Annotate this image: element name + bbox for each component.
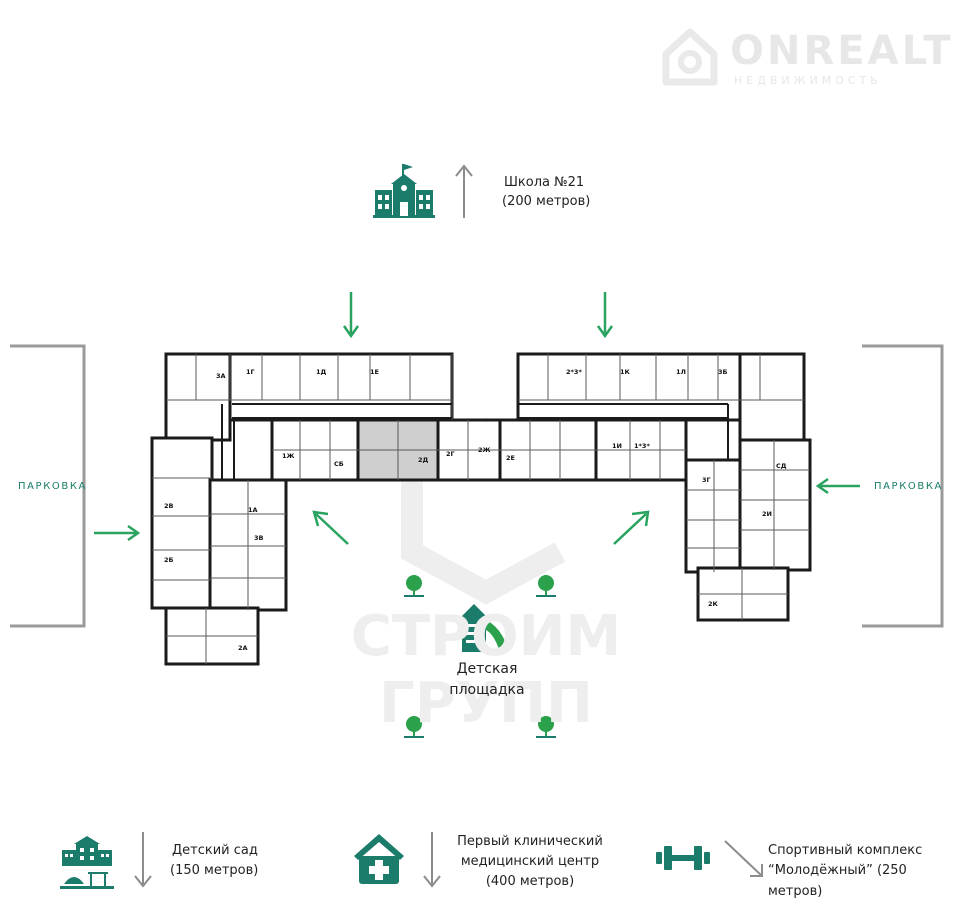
apt-label: 3В [254, 534, 264, 542]
school-name: Школа №21 [504, 175, 585, 190]
entrance-arrow-icon [815, 477, 860, 495]
entrance-arrow-icon [94, 524, 141, 542]
apt-label: СД [776, 462, 787, 470]
kindergarten-distance: (150 метров) [170, 863, 259, 878]
apt-label: 3А [216, 372, 226, 380]
brand-subtitle: НЕДВИЖИМОСТЬ [734, 74, 882, 87]
apt-label: 1А [248, 506, 258, 514]
apt-label: 1Д [316, 368, 327, 376]
apt-label: 1Л [676, 368, 686, 376]
entrance-arrow-icon [596, 292, 614, 339]
apt-label: 2Ж [478, 446, 491, 454]
apt-label: 1И [612, 442, 622, 450]
entrance-arrow-icon [613, 510, 650, 545]
apt-label: 3Б [718, 368, 728, 376]
entrance-arrow-icon [342, 292, 360, 339]
school-icon [373, 164, 435, 218]
apt-label: 2*3* [566, 368, 582, 376]
parking-left-label: ПАРКОВКА [18, 481, 87, 492]
apt-label: 1К [620, 368, 631, 376]
tree-icon [404, 716, 424, 738]
playground-label-line2: площадка [449, 682, 525, 698]
arrow-down-right-icon [724, 840, 763, 877]
brand-name: ONREALT [730, 28, 954, 74]
apt-label: 2К [708, 600, 719, 608]
apt-label: 2А [238, 644, 248, 652]
apt-label: 1*3* [634, 442, 650, 450]
playground-icon [460, 604, 508, 652]
apt-label: 2Д [418, 456, 429, 464]
house-logo-icon [662, 28, 718, 86]
entrance-arrows [94, 292, 860, 545]
apt-label: 3Г [702, 476, 711, 484]
medical-center-line1: Первый клинический [457, 834, 603, 849]
onrealt-watermark: ONREALT НЕДВИЖИМОСТЬ [658, 24, 951, 94]
arrow-down-icon [134, 832, 152, 888]
stroim-watermark-line1: СТРОИМ [351, 604, 622, 669]
apt-label: 1Г [246, 368, 255, 376]
stroim-watermark-line2: ГРУПП [379, 671, 593, 736]
trees [404, 575, 556, 738]
apt-label: 2Б [164, 556, 174, 564]
parking-right-label: ПАРКОВКА [874, 481, 943, 492]
apt-label: 2И [762, 510, 772, 518]
sport-complex-line1: Спортивный комплекс [768, 843, 923, 858]
apt-label: СБ [334, 460, 344, 468]
entrance-arrow-icon [312, 510, 349, 545]
dumbbell-icon [656, 846, 710, 870]
school-distance: (200 метров) [502, 194, 591, 209]
tree-icon [404, 575, 424, 597]
sport-complex-line2: “Молодёжный” (250 метров) [768, 863, 907, 899]
parking-left-bracket [10, 344, 86, 628]
apt-label: 1Ж [282, 452, 295, 460]
tree-icon [536, 716, 556, 738]
kindergarten-name: Детский сад [172, 843, 258, 858]
apt-label: 2В [164, 502, 174, 510]
medical-center-line2: медицинский центр [460, 854, 600, 869]
apt-label: 2Г [446, 450, 455, 458]
tree-icon [536, 575, 556, 597]
playground-label-line1: Детская [456, 661, 518, 677]
kindergarten-icon [60, 836, 114, 889]
apt-label: 2Е [506, 454, 515, 462]
apartment-labels: 3А 1Г 1Д 1Е 2*3* 1К 1Л 3Б 1Ж 2Д 2Г 2Ж 2Е… [164, 368, 787, 652]
parking-right-bracket [862, 344, 944, 628]
medical-cross-icon [354, 834, 404, 884]
apt-label: 1Е [370, 368, 379, 376]
arrow-down-icon [423, 832, 441, 888]
medical-center-distance: (400 метров) [485, 874, 575, 889]
north-arrow-icon [455, 164, 473, 218]
